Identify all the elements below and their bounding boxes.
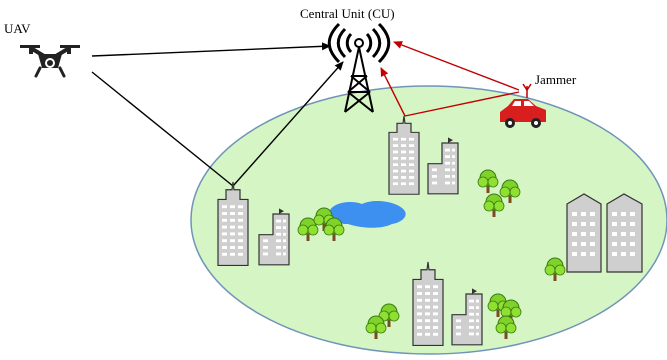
car-icon <box>500 83 546 128</box>
uav-label: UAV <box>4 21 31 36</box>
jammer-to-building-link <box>404 91 520 117</box>
jammer-to-cu-link <box>393 41 520 91</box>
cu-label: Central Unit (CU) <box>300 6 395 21</box>
coverage-area <box>190 85 667 355</box>
uav-to-building-link <box>91 71 234 187</box>
jammer-label: Jammer <box>535 72 577 87</box>
building-to-cu-jam-link <box>380 67 406 117</box>
antenna-tower-icon <box>327 22 391 113</box>
uav-to-cu-link <box>91 42 331 57</box>
building-icon <box>566 193 643 273</box>
drone-icon <box>20 45 80 78</box>
building-to-cu-link <box>232 61 344 187</box>
lake-icon <box>328 201 406 228</box>
